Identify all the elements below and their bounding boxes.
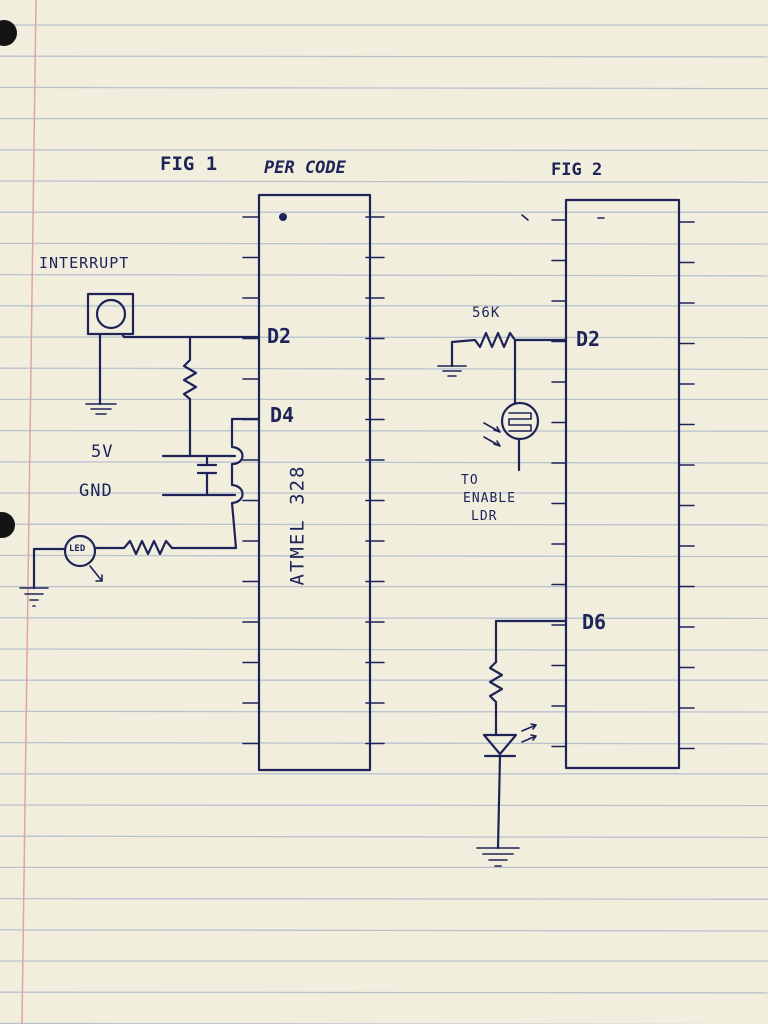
rule-line <box>0 367 768 371</box>
fig2-pins-left <box>551 219 567 748</box>
rule-line <box>0 897 768 900</box>
fig2-wire-led-to-ground <box>496 754 502 850</box>
fig2-ground-symbol-bottom <box>476 847 520 867</box>
fig1-wire-d4 <box>170 417 261 550</box>
fig1-gnd-label: GND <box>79 481 113 501</box>
fig1-d2-label: D2 <box>267 324 292 348</box>
fig2-chip <box>564 198 681 770</box>
fig1-title: FIG 1 <box>160 153 218 175</box>
fig1-d4-label: D4 <box>270 403 295 427</box>
rule-line <box>0 617 768 620</box>
fig1-atmel-chip <box>257 193 372 772</box>
rule-line <box>0 180 768 183</box>
fig2-note-line1: TO <box>461 473 479 488</box>
margin-line <box>21 0 37 1024</box>
rule-line <box>0 804 768 807</box>
binder-hole-top <box>0 20 17 46</box>
rule-line <box>0 86 768 90</box>
fig1-interrupt-label: INTERRUPT <box>39 254 130 272</box>
fig2-56k-resistor <box>450 331 568 368</box>
rule-line <box>0 242 768 245</box>
fig2-pins-right <box>678 221 695 750</box>
rule-line <box>0 429 768 432</box>
fig2-note-line3: LDR <box>471 509 498 524</box>
fig1-pins-right <box>365 216 385 745</box>
binder-hole-middle <box>0 512 15 538</box>
rule-line <box>0 523 768 526</box>
figure-2-diagram <box>437 198 695 867</box>
fig1-chip-label: ATMEL 328 <box>286 464 309 586</box>
fig1-pins-left <box>242 216 260 745</box>
figure-1-diagram <box>19 193 385 772</box>
fig1-ground-symbol-button <box>85 403 117 415</box>
fig1-led-resistor <box>94 539 174 556</box>
fig2-d2-label: D2 <box>576 327 601 351</box>
fig1-led-label: LED <box>69 544 86 554</box>
rule-line <box>0 554 768 558</box>
fig2-led-diode <box>482 723 537 758</box>
fig2-wire-d6 <box>494 619 568 664</box>
fig2-56k-label: 56K <box>472 305 501 321</box>
fig2-ground-symbol-top <box>437 365 467 377</box>
rule-line <box>0 461 768 464</box>
fig1-pushbutton <box>86 292 135 336</box>
rule-line <box>0 710 768 713</box>
fig1-5v-label: 5V <box>91 442 114 462</box>
fig2-note-line2: ENABLE <box>463 491 516 506</box>
rule-line <box>0 336 768 339</box>
fig1-pulldown-resistor <box>182 335 198 458</box>
rule-line <box>0 648 768 651</box>
fig2-ldr <box>483 401 540 447</box>
fig1-ground-symbol-led <box>19 587 49 607</box>
fig1-subtitle: PER CODE <box>264 158 346 178</box>
rule-line <box>0 55 768 58</box>
fig2-title: FIG 2 <box>551 160 603 180</box>
rule-line <box>0 929 768 932</box>
rule-line <box>0 273 768 277</box>
ruled-lines <box>0 24 768 1024</box>
rule-line <box>0 991 768 994</box>
fig1-led <box>63 534 103 582</box>
fig1-wire-button-to-d2 <box>120 332 261 339</box>
fig2-d6-label: D6 <box>582 610 607 634</box>
rule-line <box>0 149 768 152</box>
fig2-led-resistor <box>488 660 504 737</box>
rule-line <box>0 835 768 839</box>
fig1-pin1-dot <box>279 213 287 221</box>
fig1-wire-led-to-ground <box>32 547 67 590</box>
fig1-capacitor <box>196 454 218 497</box>
